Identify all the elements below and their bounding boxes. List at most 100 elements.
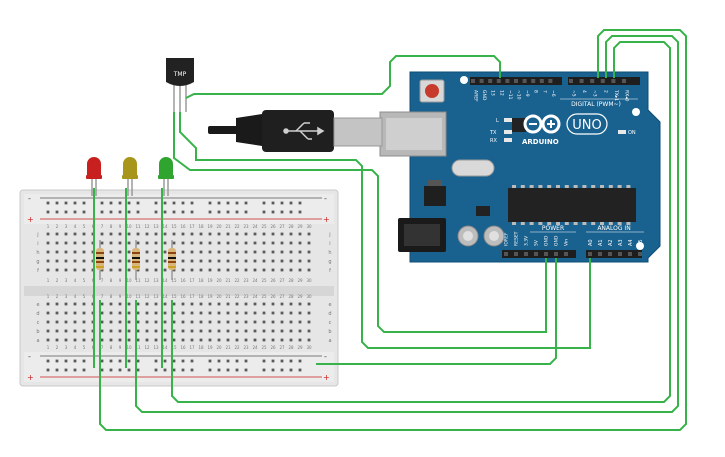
terminal-hole[interactable] bbox=[64, 250, 68, 254]
terminal-hole[interactable] bbox=[118, 250, 122, 254]
rail-hole[interactable] bbox=[100, 201, 104, 205]
terminal-hole[interactable] bbox=[253, 259, 257, 263]
rail-hole[interactable] bbox=[172, 210, 176, 214]
terminal-hole[interactable] bbox=[253, 320, 257, 324]
terminal-hole[interactable] bbox=[307, 302, 311, 306]
header-pin[interactable] bbox=[618, 252, 622, 256]
rail-hole[interactable] bbox=[181, 368, 185, 372]
terminal-hole[interactable] bbox=[262, 268, 266, 272]
rail-hole[interactable] bbox=[163, 201, 167, 205]
terminal-hole[interactable] bbox=[262, 241, 266, 245]
rail-hole[interactable] bbox=[280, 359, 284, 363]
terminal-hole[interactable] bbox=[298, 338, 302, 342]
terminal-hole[interactable] bbox=[208, 250, 212, 254]
terminal-hole[interactable] bbox=[307, 311, 311, 315]
terminal-hole[interactable] bbox=[154, 250, 158, 254]
resistor-green[interactable] bbox=[168, 240, 176, 280]
terminal-hole[interactable] bbox=[307, 259, 311, 263]
terminal-hole[interactable] bbox=[244, 250, 248, 254]
terminal-hole[interactable] bbox=[307, 232, 311, 236]
terminal-hole[interactable] bbox=[190, 232, 194, 236]
rail-hole[interactable] bbox=[262, 201, 266, 205]
terminal-hole[interactable] bbox=[298, 259, 302, 263]
terminal-hole[interactable] bbox=[46, 320, 50, 324]
rail-hole[interactable] bbox=[136, 359, 140, 363]
rail-hole[interactable] bbox=[172, 201, 176, 205]
rail-hole[interactable] bbox=[73, 368, 77, 372]
terminal-hole[interactable] bbox=[289, 329, 293, 333]
rail-hole[interactable] bbox=[190, 359, 194, 363]
rail-hole[interactable] bbox=[289, 359, 293, 363]
terminal-hole[interactable] bbox=[190, 259, 194, 263]
terminal-hole[interactable] bbox=[307, 250, 311, 254]
terminal-hole[interactable] bbox=[271, 250, 275, 254]
terminal-hole[interactable] bbox=[217, 268, 221, 272]
terminal-hole[interactable] bbox=[82, 232, 86, 236]
terminal-hole[interactable] bbox=[235, 232, 239, 236]
terminal-hole[interactable] bbox=[154, 268, 158, 272]
terminal-hole[interactable] bbox=[271, 338, 275, 342]
terminal-hole[interactable] bbox=[127, 232, 131, 236]
terminal-hole[interactable] bbox=[136, 311, 140, 315]
terminal-hole[interactable] bbox=[190, 329, 194, 333]
header-pin[interactable] bbox=[622, 79, 626, 83]
rail-hole[interactable] bbox=[46, 368, 50, 372]
rail-hole[interactable] bbox=[208, 210, 212, 214]
terminal-hole[interactable] bbox=[307, 320, 311, 324]
rail-hole[interactable] bbox=[244, 359, 248, 363]
terminal-hole[interactable] bbox=[55, 320, 59, 324]
terminal-hole[interactable] bbox=[190, 311, 194, 315]
terminal-hole[interactable] bbox=[118, 338, 122, 342]
rail-hole[interactable] bbox=[298, 359, 302, 363]
terminal-hole[interactable] bbox=[154, 241, 158, 245]
terminal-hole[interactable] bbox=[172, 232, 176, 236]
terminal-hole[interactable] bbox=[172, 329, 176, 333]
terminal-hole[interactable] bbox=[244, 338, 248, 342]
terminal-hole[interactable] bbox=[127, 250, 131, 254]
header-pin[interactable] bbox=[544, 252, 548, 256]
terminal-hole[interactable] bbox=[271, 232, 275, 236]
terminal-hole[interactable] bbox=[289, 250, 293, 254]
terminal-hole[interactable] bbox=[289, 241, 293, 245]
rail-hole[interactable] bbox=[208, 201, 212, 205]
terminal-hole[interactable] bbox=[226, 259, 230, 263]
terminal-hole[interactable] bbox=[181, 259, 185, 263]
rail-hole[interactable] bbox=[190, 368, 194, 372]
terminal-hole[interactable] bbox=[64, 268, 68, 272]
rail-hole[interactable] bbox=[298, 210, 302, 214]
terminal-hole[interactable] bbox=[82, 302, 86, 306]
terminal-hole[interactable] bbox=[154, 302, 158, 306]
terminal-hole[interactable] bbox=[73, 302, 77, 306]
terminal-hole[interactable] bbox=[181, 329, 185, 333]
rail-hole[interactable] bbox=[136, 368, 140, 372]
terminal-hole[interactable] bbox=[109, 329, 113, 333]
terminal-hole[interactable] bbox=[307, 241, 311, 245]
terminal-hole[interactable] bbox=[262, 259, 266, 263]
wire-sensor-to-5v[interactable] bbox=[173, 112, 547, 333]
rail-hole[interactable] bbox=[127, 368, 131, 372]
terminal-hole[interactable] bbox=[253, 302, 257, 306]
terminal-hole[interactable] bbox=[280, 329, 284, 333]
header-pin[interactable] bbox=[590, 79, 595, 83]
terminal-hole[interactable] bbox=[226, 302, 230, 306]
terminal-hole[interactable] bbox=[217, 311, 221, 315]
rail-hole[interactable] bbox=[154, 201, 158, 205]
terminal-hole[interactable] bbox=[244, 311, 248, 315]
terminal-hole[interactable] bbox=[82, 320, 86, 324]
terminal-hole[interactable] bbox=[271, 302, 275, 306]
terminal-hole[interactable] bbox=[127, 320, 131, 324]
rail-hole[interactable] bbox=[235, 359, 239, 363]
terminal-hole[interactable] bbox=[253, 232, 257, 236]
rail-hole[interactable] bbox=[208, 359, 212, 363]
terminal-hole[interactable] bbox=[100, 320, 104, 324]
terminal-hole[interactable] bbox=[280, 250, 284, 254]
terminal-hole[interactable] bbox=[244, 320, 248, 324]
rail-hole[interactable] bbox=[280, 201, 284, 205]
rail-hole[interactable] bbox=[289, 201, 293, 205]
terminal-hole[interactable] bbox=[217, 250, 221, 254]
terminal-hole[interactable] bbox=[82, 241, 86, 245]
terminal-hole[interactable] bbox=[280, 320, 284, 324]
terminal-hole[interactable] bbox=[271, 329, 275, 333]
terminal-hole[interactable] bbox=[298, 302, 302, 306]
rail-hole[interactable] bbox=[100, 210, 104, 214]
